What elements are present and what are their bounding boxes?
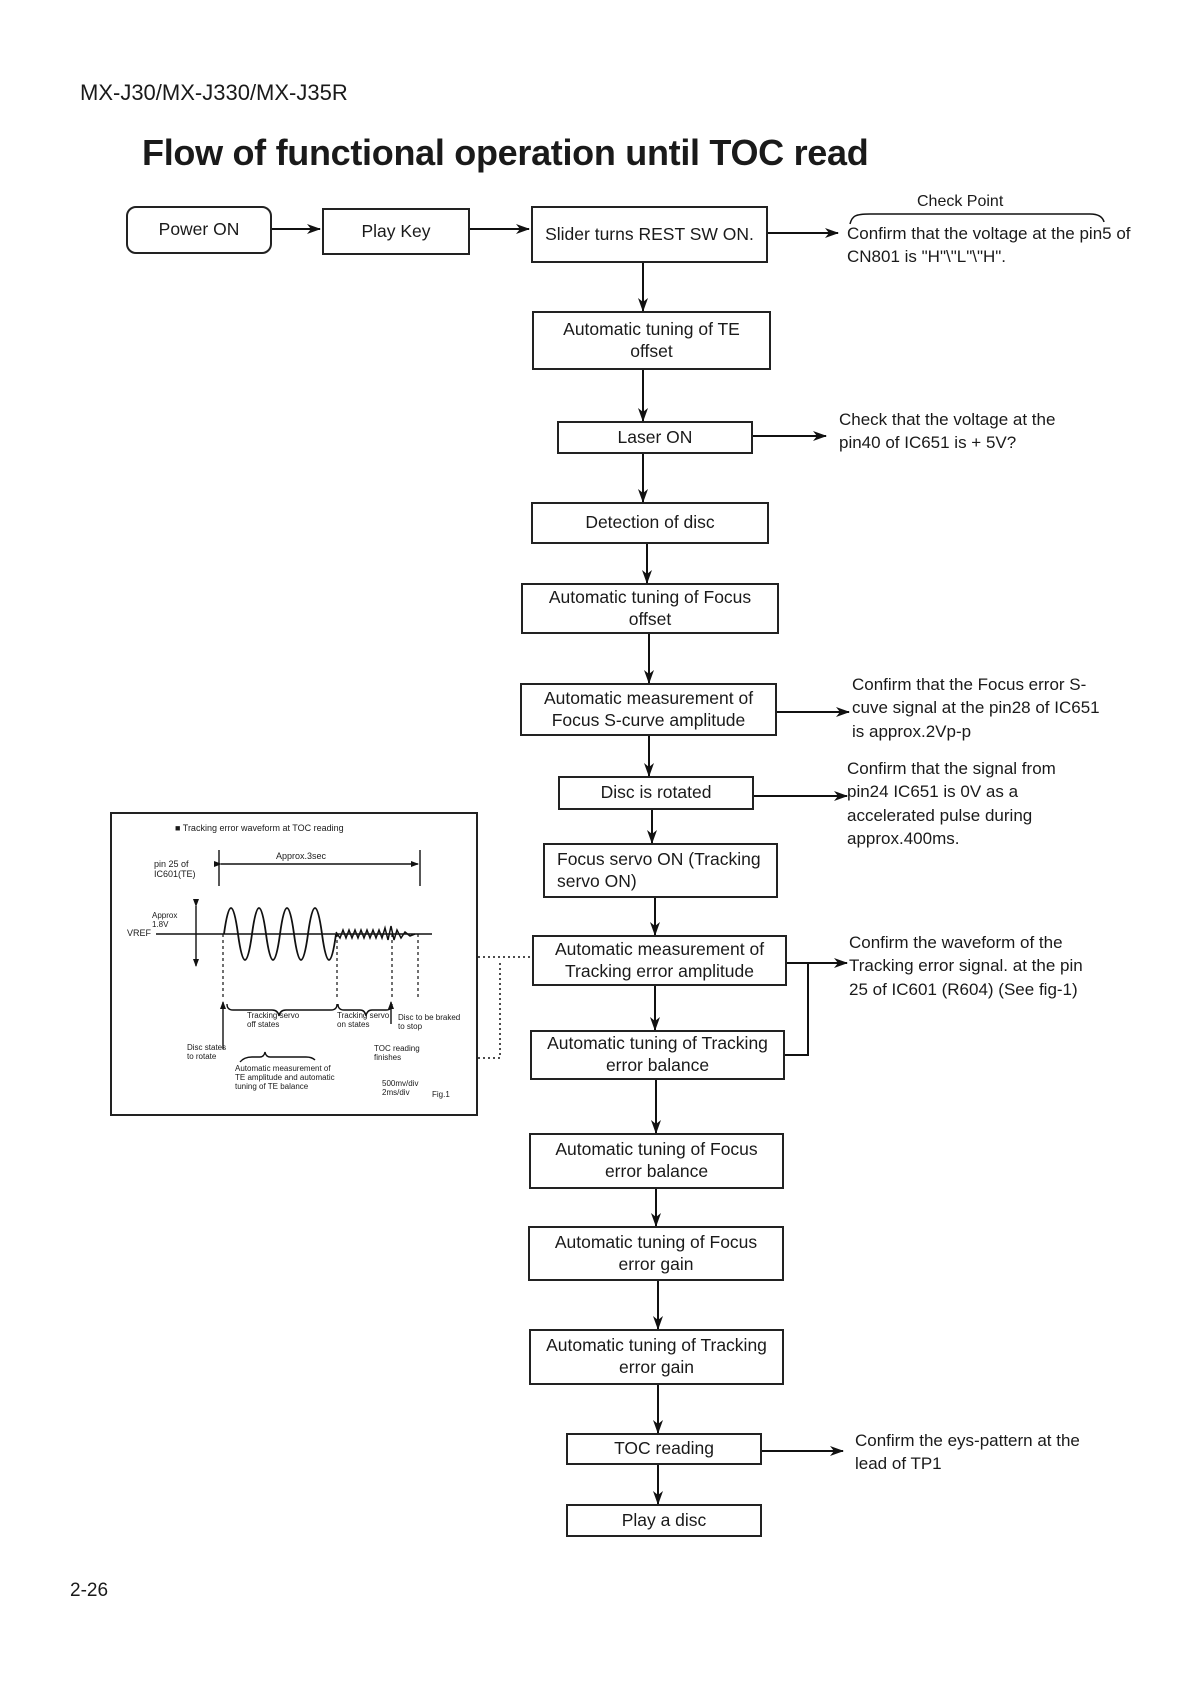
play-disc-box: Play a disc (566, 1504, 762, 1537)
check-scurve: Confirm that the Focus error S-cuve sign… (852, 675, 1100, 741)
dotted-link-2 (478, 963, 501, 1059)
play-key-box: Play Key (322, 208, 470, 255)
toc-reading-box: TOC reading (566, 1433, 762, 1465)
check-rest-sw: Confirm that the voltage at the pin5 of … (847, 224, 1131, 267)
check-point-line (849, 213, 1105, 225)
check-rotate: Confirm that the signal from pin24 IC651… (847, 759, 1056, 849)
detect-disc-box: Detection of disc (531, 502, 769, 544)
disc-rotated-box: Disc is rotated (558, 776, 754, 810)
waveform-vref: VREF (127, 928, 152, 938)
bracket-tracking (785, 962, 809, 1056)
check-tracking: Confirm the waveform of the Tracking err… (849, 933, 1083, 999)
waveform-pin-label: pin 25 of IC601(TE) (154, 859, 196, 879)
check-laser: Check that the voltage at the pin40 of I… (839, 410, 1056, 453)
waveform-fig-label: Fig.1 (432, 1090, 450, 1099)
waveform-plot (156, 850, 432, 1063)
auto-focus-gain-box: Automatic tuning of Focus error gain (528, 1226, 784, 1281)
waveform-figure: ■ Tracking error waveform at TOC reading… (110, 812, 478, 1116)
waveform-auto-meas: Automatic measurement of TE amplitude an… (235, 1064, 335, 1091)
waveform-toc-finishes: TOC reading finishes (374, 1044, 420, 1062)
slider-rest-sw-box: Slider turns REST SW ON. (531, 206, 768, 263)
page-title: Flow of functional operation until TOC r… (142, 132, 869, 173)
model-number: MX-J30/MX-J330/MX-J35R (80, 80, 348, 105)
focus-servo-on-box: Focus servo ON (Tracking servo ON) (543, 843, 778, 898)
meas-focus-scurve-box: Automatic measurement of Focus S-curve a… (520, 683, 777, 736)
auto-tracking-gain-box: Automatic tuning of Tracking error gain (529, 1329, 784, 1385)
waveform-tracking-off: Tracking servo off states (247, 1011, 300, 1029)
auto-tracking-balance-box: Automatic tuning of Tracking error balan… (530, 1030, 785, 1080)
brace-auto-meas (239, 1051, 316, 1063)
waveform-scale: 500mv/div 2ms/div (382, 1079, 419, 1097)
meas-tracking-amp-box: Automatic measurement of Tracking error … (532, 935, 787, 986)
waveform-disc-braked: Disc to be braked to stop (398, 1013, 461, 1031)
auto-focus-offset-box: Automatic tuning of Focus offset (521, 583, 779, 634)
page-number: 2-26 (70, 1580, 109, 1601)
laser-on-box: Laser ON (557, 421, 753, 454)
check-point-label: Check Point (917, 193, 1004, 210)
tracking-error-wave (223, 907, 337, 961)
check-toc: Confirm the eys-pattern at the lead of T… (855, 1431, 1080, 1474)
power-on-box: Power ON (126, 206, 272, 254)
auto-te-offset-box: Automatic tuning of TE offset (532, 311, 771, 370)
servo-on-noise (335, 925, 416, 941)
brace-on-states (337, 1003, 393, 1017)
waveform-tracking-on: Tracking servo on states (337, 1011, 390, 1029)
auto-focus-balance-box: Automatic tuning of Focus error balance (529, 1133, 784, 1189)
waveform-amplitude: Approx 1.8V (152, 911, 178, 929)
waveform-caption: ■ Tracking error waveform at TOC reading (175, 823, 344, 833)
brace-off-states (226, 1003, 338, 1017)
waveform-duration: Approx.3sec (276, 851, 327, 861)
waveform-disc-rotate: Disc states to rotate (187, 1043, 227, 1061)
